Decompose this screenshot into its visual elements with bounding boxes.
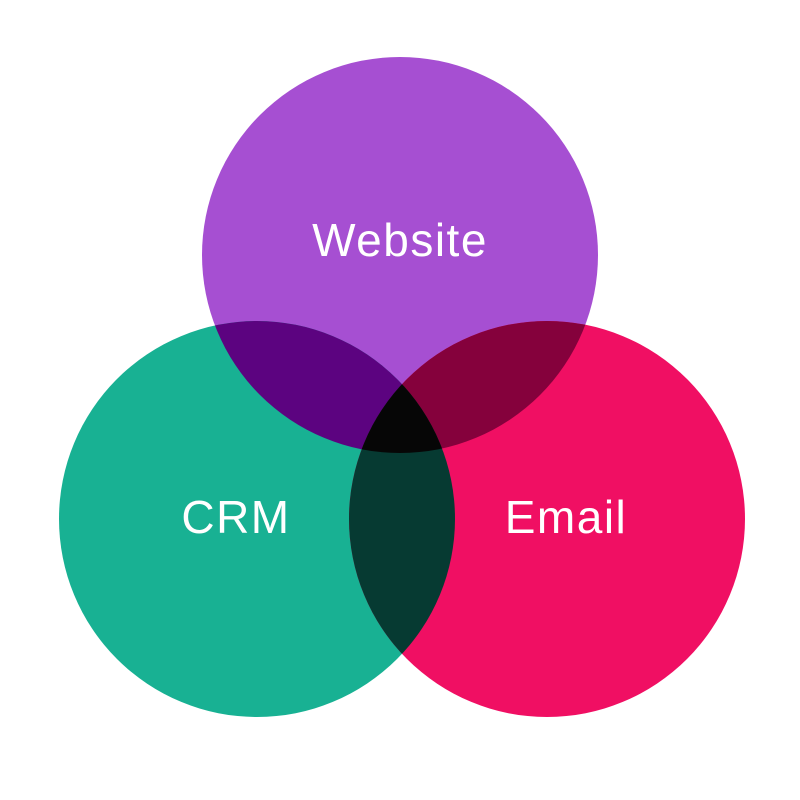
overlap-website-crm [202, 321, 455, 453]
label-email: Email [505, 491, 628, 543]
label-crm: CRM [181, 491, 290, 543]
overlap-website-email [349, 321, 598, 453]
label-website: Website [312, 214, 488, 266]
website-overlap-group [202, 321, 598, 453]
